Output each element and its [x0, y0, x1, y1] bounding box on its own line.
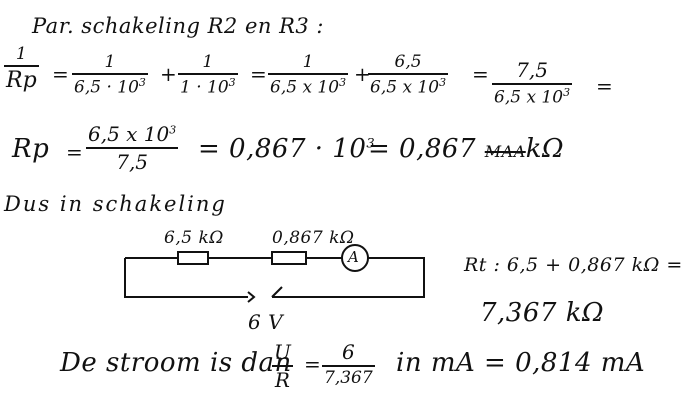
- exponent: 3: [366, 136, 376, 152]
- rp-unit: kΩ: [525, 134, 565, 164]
- fraction-bar: [322, 365, 375, 367]
- term2-numerator: 1: [202, 52, 214, 72]
- equals-sign: =: [472, 62, 489, 86]
- wire-right: [272, 257, 425, 298]
- rp-result-value: = 0,867: [368, 134, 476, 164]
- rp-label: Rp: [12, 134, 50, 164]
- exponent: 3: [439, 76, 447, 89]
- lhs-numerator: 1: [15, 44, 27, 64]
- equals-sign: =: [304, 352, 321, 376]
- section-heading: Dus in schakeling: [4, 192, 227, 216]
- term2-denominator: 1 · 10: [180, 77, 229, 98]
- resistor-2-symbol: [271, 251, 307, 265]
- rp-intermediate: = 0,867 · 103: [198, 134, 375, 164]
- exponent: 3: [169, 123, 177, 137]
- value-fraction: 6 7,367: [322, 340, 375, 388]
- rp-result: = 0,867 MAAkΩ: [368, 134, 564, 164]
- term5-numerator: 7,5: [516, 58, 548, 82]
- term1-fraction: 1 6,5 · 103: [72, 52, 148, 98]
- fraction-bar: [4, 65, 39, 67]
- term1-numerator: 1: [104, 52, 116, 72]
- equals-sign: =: [250, 62, 267, 86]
- resistor-2-label: 0,867 kΩ: [272, 228, 355, 248]
- ohm-numerator: U: [274, 340, 291, 364]
- term5-denominator: 6,5 x 10: [494, 87, 564, 108]
- wire-left: [124, 258, 248, 298]
- rp-intermediate-value: = 0,867 · 10: [198, 134, 367, 164]
- exponent: 3: [563, 86, 571, 99]
- lhs-denominator: Rp: [6, 68, 37, 93]
- value-numerator: 6: [341, 340, 355, 364]
- total-resistance-line1: Rt : 6,5 + 0,867 kΩ =: [464, 254, 683, 276]
- page-title: Par. schakeling R2 en R3 :: [32, 14, 324, 38]
- current-result: in mA = 0,814 mA: [396, 348, 646, 378]
- struck-out-text: MAA: [484, 142, 526, 161]
- resistor-1-symbol: [177, 251, 209, 265]
- lhs-fraction: 1 Rp: [4, 44, 39, 93]
- term4-numerator: 6,5: [394, 52, 422, 72]
- fraction-bar: [178, 73, 238, 75]
- ohm-denominator: R: [274, 368, 290, 392]
- source-label: 6 V: [248, 310, 284, 334]
- rp-numerator: 6,5 x 10: [88, 122, 170, 146]
- plus-sign: +: [160, 62, 177, 86]
- rp-denominator: 7,5: [116, 150, 149, 174]
- fraction-bar: [272, 365, 293, 367]
- total-resistance-line2: 7,367 kΩ: [480, 298, 605, 328]
- term3-fraction: 1 6,5 x 103: [268, 52, 349, 98]
- fraction-bar: [492, 83, 573, 85]
- exponent: 3: [228, 76, 236, 89]
- plus-sign: +: [354, 62, 371, 86]
- equals-sign: =: [66, 140, 83, 164]
- equals-sign: =: [52, 62, 69, 86]
- ohm-fraction: U R: [272, 340, 293, 392]
- value-denominator: 7,367: [324, 368, 373, 388]
- term5-fraction: 7,5 6,5 x 103: [492, 58, 573, 108]
- term3-numerator: 1: [302, 52, 314, 72]
- source-terminal-right: [271, 286, 283, 298]
- term4-fraction: 6,5 6,5 x 103: [368, 52, 449, 98]
- term3-denominator: 6,5 x 10: [270, 77, 340, 98]
- term2-fraction: 1 1 · 103: [178, 52, 238, 98]
- fraction-bar: [72, 73, 148, 75]
- equals-sign: =: [596, 74, 613, 98]
- resistor-1-label: 6,5 kΩ: [164, 228, 224, 248]
- current-prefix: De stroom is dan: [60, 348, 292, 378]
- rp-fraction: 6,5 x 103 7,5: [86, 122, 179, 174]
- exponent: 3: [138, 76, 146, 89]
- fraction-bar: [268, 73, 349, 75]
- term1-denominator: 6,5 · 10: [74, 77, 139, 98]
- ammeter-letter: A: [348, 248, 360, 266]
- exponent: 3: [339, 76, 347, 89]
- term4-denominator: 6,5 x 10: [370, 77, 440, 98]
- source-terminal-left: [247, 291, 256, 303]
- fraction-bar: [368, 73, 449, 75]
- fraction-bar: [86, 147, 179, 149]
